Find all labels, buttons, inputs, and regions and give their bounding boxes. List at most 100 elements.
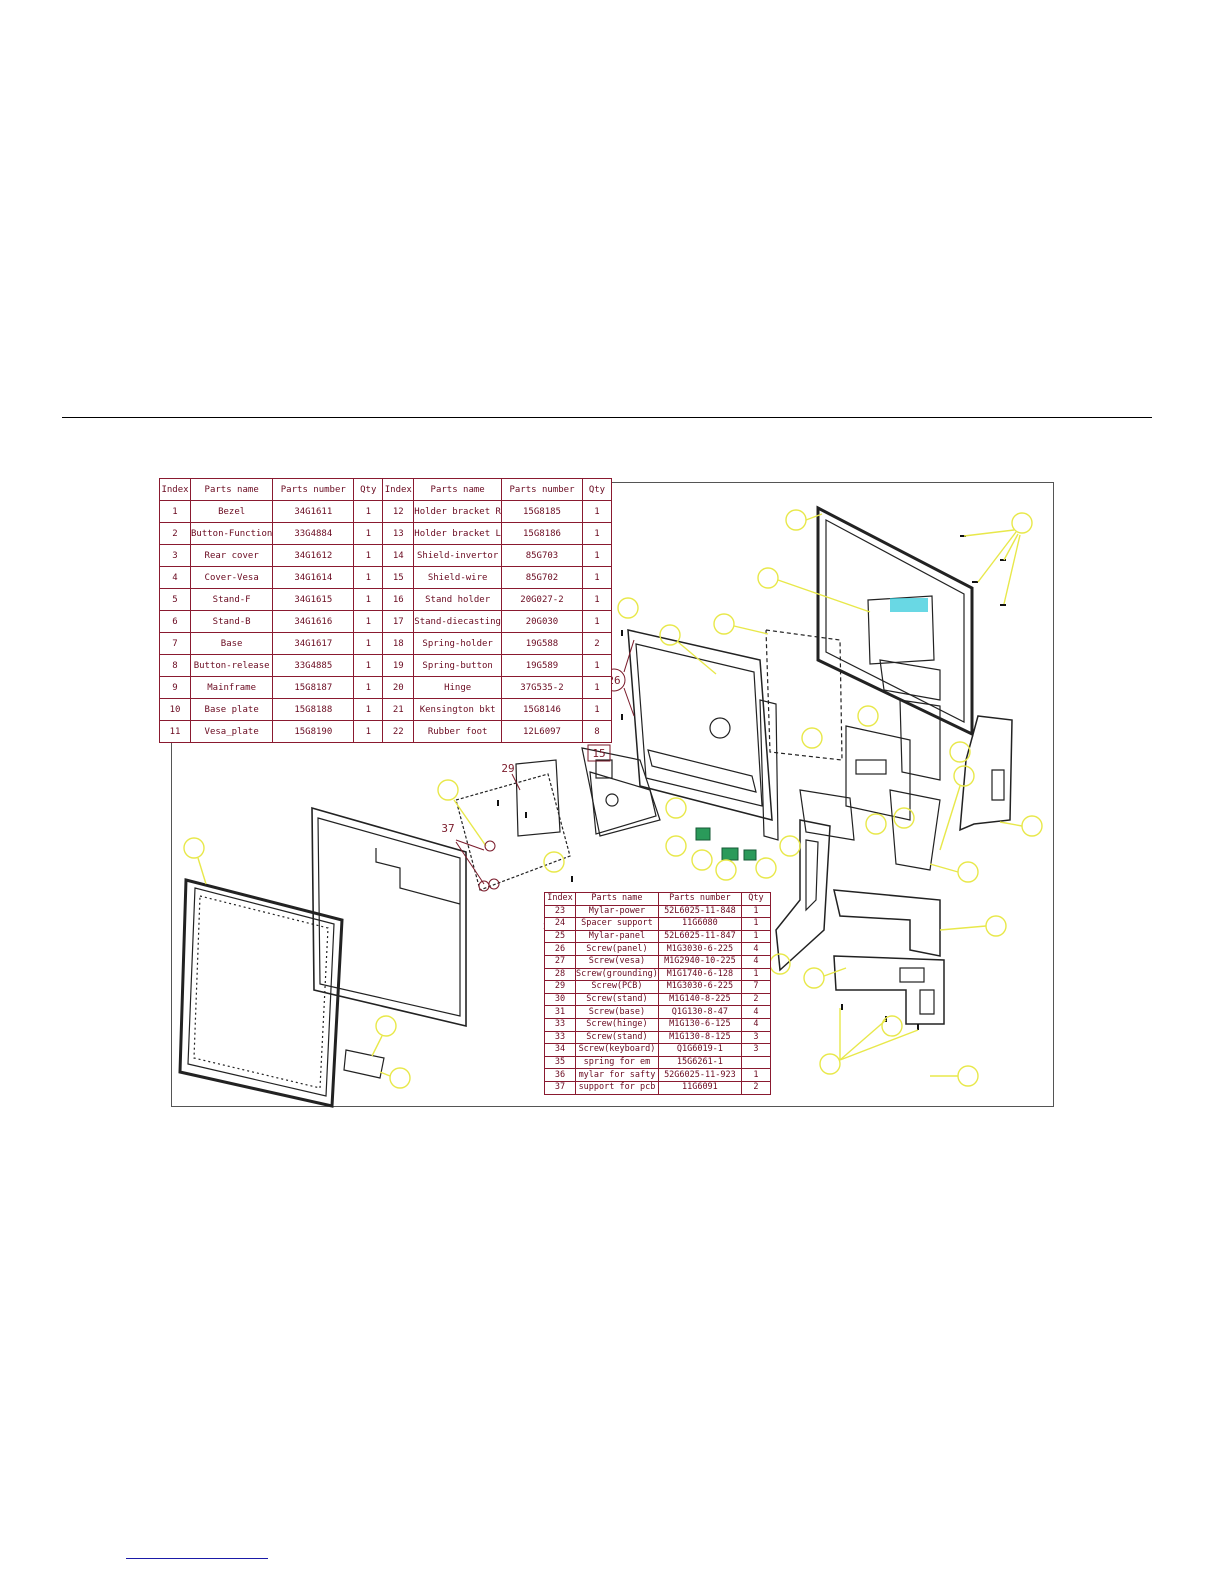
table-cell: 37: [544, 1080, 576, 1095]
table-cell: M1G130-6-125: [657, 1017, 742, 1032]
table-cell: 19G589: [500, 654, 583, 677]
table-cell: Holder bracket R: [413, 500, 502, 523]
table-cell: 1: [353, 632, 384, 655]
table-cell: Screw(hinge): [575, 1017, 659, 1032]
table-cell: 1: [740, 917, 771, 931]
table-cell: 15G8187: [272, 676, 355, 699]
table-cell: 1: [581, 588, 612, 611]
table-cell: 1: [740, 929, 771, 944]
table-cell: M1G130-8-125: [657, 1030, 742, 1045]
table-cell: Stand holder: [413, 588, 502, 611]
table-cell: 85G702: [500, 566, 583, 589]
table-cell: 1: [740, 904, 771, 919]
table-cell: Shield-wire: [413, 566, 502, 589]
table-cell: 18: [382, 632, 415, 655]
table-cell: Screw(stand): [575, 1030, 659, 1045]
header-divider: [62, 417, 1152, 418]
table-cell: 7: [740, 980, 771, 994]
table-cell: Spacer support: [575, 917, 659, 931]
table-cell: Kensington bkt: [413, 698, 502, 721]
table-cell: Hinge: [413, 676, 502, 699]
stand-f-part: [775, 819, 831, 972]
table-cell: 33G4885: [272, 654, 355, 677]
table-header-row: Index Parts name Parts number Qty: [544, 892, 771, 906]
table-cell: 20: [382, 676, 415, 699]
table-cell: 26: [544, 942, 576, 956]
table-cell: 13: [382, 522, 415, 545]
table-cell: Base plate: [189, 698, 274, 721]
drawing-frame: [171, 482, 1054, 1107]
col-parts-name: Parts name: [413, 478, 502, 501]
table-cell: 1: [581, 698, 612, 721]
table-header-row: Index Parts name Parts number Qty Index …: [159, 478, 612, 501]
table-cell: 34: [544, 1043, 576, 1057]
table-cell: 1: [740, 1068, 771, 1082]
table-cell: 1: [353, 654, 384, 677]
table-cell: 4: [740, 1005, 771, 1019]
table-cell: 15G8190: [272, 720, 355, 743]
table-cell: Button-release: [189, 654, 274, 677]
table-cell: 19G588: [500, 632, 583, 655]
table-cell: 15G8185: [500, 500, 583, 523]
table-cell: 3: [740, 1030, 771, 1045]
col-parts-number: Parts number: [500, 478, 583, 501]
footnote-rule: [126, 1558, 268, 1559]
table-cell: 2: [740, 992, 771, 1007]
table-cell: 7: [159, 632, 191, 655]
table-cell: 8: [159, 654, 191, 677]
table-cell: Spring-holder: [413, 632, 502, 655]
table-cell: 52L6025-11-847: [657, 929, 742, 944]
table-cell: Stand-F: [189, 588, 274, 611]
screws-hardware: [497, 535, 1006, 1030]
table-cell: 85G703: [500, 544, 583, 567]
table-cell: 35: [544, 1055, 576, 1070]
table-cell: mylar for safty: [575, 1068, 659, 1082]
bezel-part: [178, 878, 344, 1108]
col-index: Index: [544, 892, 576, 906]
table-cell: 22: [382, 720, 415, 743]
table-cell: 4: [740, 1017, 771, 1032]
table-cell: 37G535-2: [500, 676, 583, 699]
table-cell: M1G3030-6-225: [657, 980, 742, 994]
table-cell: Q1G130-8-47: [657, 1005, 742, 1019]
table-cell: support for pcb: [575, 1080, 659, 1095]
table-cell: Base: [189, 632, 274, 655]
table-cell: 4: [740, 942, 771, 956]
table-cell: 1: [353, 500, 384, 523]
table-cell: 33G4884: [272, 522, 355, 545]
table-cell: 1: [581, 544, 612, 567]
table-cell: 1: [159, 500, 191, 523]
table-cell: 15G8146: [500, 698, 583, 721]
table-cell: Bezel: [189, 500, 274, 523]
base-part: [833, 955, 945, 1025]
table-cell: 1: [353, 522, 384, 545]
table-cell: 4: [740, 954, 771, 969]
table-cell: 1: [581, 566, 612, 589]
table-cell: 3: [740, 1043, 771, 1057]
table-cell: Vesa_plate: [189, 720, 274, 743]
table-cell: 15G8188: [272, 698, 355, 721]
table-cell: 1: [353, 566, 384, 589]
table-cell: Screw(vesa): [575, 954, 659, 969]
table-cell: 15: [382, 566, 415, 589]
table-cell: 6: [159, 610, 191, 633]
table-cell: 1: [353, 610, 384, 633]
table-cell: 14: [382, 544, 415, 567]
table-cell: 1: [740, 967, 771, 982]
